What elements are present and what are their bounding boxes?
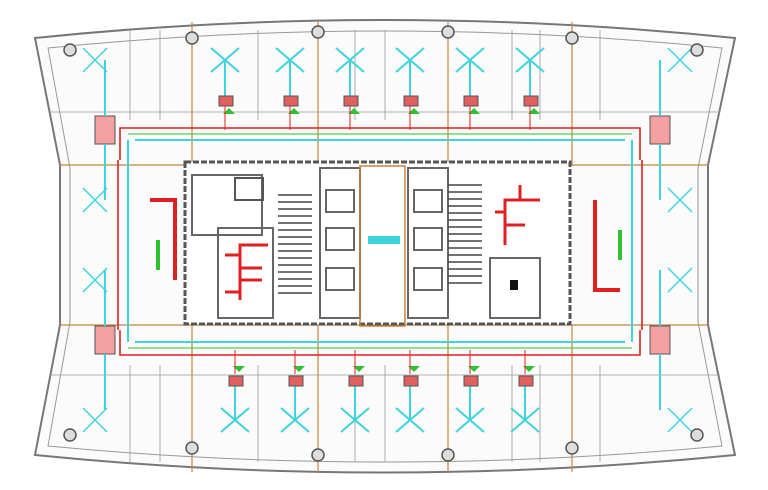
valve-icon <box>348 108 360 114</box>
diffuser-icon <box>82 187 108 213</box>
valve-icon <box>293 366 305 372</box>
column-icon <box>185 441 199 455</box>
valve-icon <box>288 108 300 114</box>
office-partitions <box>50 30 720 462</box>
diffuser-icon <box>275 47 305 100</box>
valve-icon <box>408 108 420 114</box>
fan-coil-unit-icon <box>455 350 485 433</box>
diffuser-icon <box>395 47 425 100</box>
fan-coil-unit-icon <box>220 350 250 433</box>
supply-duct-loop <box>127 139 633 343</box>
diffuser-icon <box>667 187 693 213</box>
valve-icon <box>223 108 235 114</box>
fan-coil-unit <box>523 95 539 107</box>
ahu-box <box>649 115 671 145</box>
heating-pipe-loop <box>117 127 643 356</box>
building-inner-outline <box>47 30 723 463</box>
column-icon <box>441 25 455 39</box>
fan-coil-unit-icon <box>395 350 425 433</box>
fan-coil-unit <box>403 95 419 107</box>
column-icon <box>311 25 325 39</box>
fan-coil-unit-icon <box>340 350 370 433</box>
column-icon <box>565 441 579 455</box>
diffuser-icon <box>667 407 693 433</box>
diffuser-icon <box>395 380 425 433</box>
columns <box>63 25 704 462</box>
fan-coil-units <box>82 47 693 433</box>
fan-coil-unit-icon <box>275 47 305 130</box>
fan-coil-unit <box>218 95 234 107</box>
fan-coil-unit <box>228 375 244 387</box>
diffuser-icon <box>510 380 540 433</box>
valve-icon <box>468 366 480 372</box>
diffuser-icon <box>667 47 693 73</box>
fan-coil-unit-icon <box>280 350 310 433</box>
diffuser-icon <box>455 47 485 100</box>
fan-coil-unit <box>288 375 304 387</box>
chilled-pipe-loop <box>128 133 632 349</box>
fan-coil-unit-icon <box>210 47 240 130</box>
fan-coil-unit <box>403 375 419 387</box>
fan-coil-unit-icon <box>335 47 365 130</box>
diffuser-icon <box>335 47 365 100</box>
fan-coil-unit <box>463 95 479 107</box>
column-icon <box>63 428 77 442</box>
air-handling-unit <box>649 270 671 410</box>
fan-coil-unit-icon <box>455 47 485 130</box>
fan-coil-unit <box>343 95 359 107</box>
fan-coil-unit-icon <box>395 47 425 130</box>
column-icon <box>441 448 455 462</box>
diffuser-icon <box>82 407 108 433</box>
ahu-box <box>649 325 671 355</box>
core-heating-branches <box>150 185 620 300</box>
valve-icon <box>408 366 420 372</box>
ahu-box <box>94 325 116 355</box>
air-handling-unit <box>649 60 671 200</box>
diffuser-icon <box>220 380 250 433</box>
diffuser-icon <box>210 47 240 100</box>
column-icon <box>565 31 579 45</box>
diffuser-icon <box>667 267 693 293</box>
valve-icon <box>233 366 245 372</box>
green-riser <box>156 230 622 270</box>
diffuser-icon <box>455 380 485 433</box>
diffuser-icon <box>82 267 108 293</box>
diffuser-icon <box>82 47 108 73</box>
column-icon <box>690 428 704 442</box>
diffuser-icon <box>515 47 545 100</box>
fan-coil-unit-icon <box>510 350 540 433</box>
air-handling-unit <box>94 270 116 410</box>
fan-coil-unit-icon <box>515 47 545 130</box>
valve-icon <box>468 108 480 114</box>
fan-coil-unit <box>348 375 364 387</box>
column-icon <box>311 448 325 462</box>
fan-coil-unit <box>518 375 534 387</box>
valve-icon <box>523 366 535 372</box>
fan-coil-unit <box>463 375 479 387</box>
fan-coil-unit <box>283 95 299 107</box>
staircase-icon <box>278 184 482 294</box>
ahu-box <box>94 115 116 145</box>
valve-icon <box>528 108 540 114</box>
column-icon <box>63 43 77 57</box>
column-icon <box>690 43 704 57</box>
diffuser-icon <box>340 380 370 433</box>
valve-icon <box>353 366 365 372</box>
diffuser-icon <box>280 380 310 433</box>
column-icon <box>185 31 199 45</box>
